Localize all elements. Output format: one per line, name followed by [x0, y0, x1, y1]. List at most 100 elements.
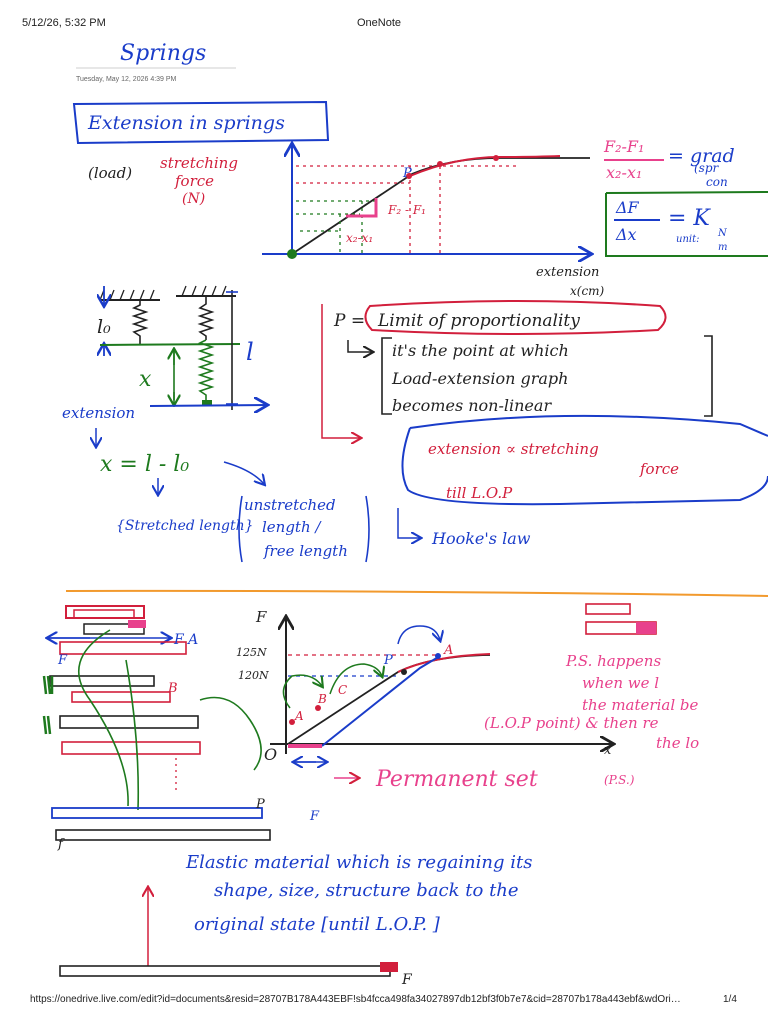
graph2-dot-p [401, 669, 407, 675]
graph2-label-a-top: A [443, 643, 453, 658]
label-length-slash: length / [262, 518, 322, 536]
graph1-point-p: P [402, 166, 412, 181]
spring2-hatch [181, 285, 227, 297]
lop-line-1: it's the point at which [392, 341, 569, 360]
lop-def-bracket-right [704, 335, 713, 417]
label-unstretched: unstretched [244, 496, 336, 514]
permanent-set-label: Permanent set [375, 767, 538, 792]
grad-box [605, 191, 768, 257]
label-l0: l₀ [97, 316, 111, 338]
clamp-2 [42, 715, 52, 735]
grad-denominator: x₂-x₁ [606, 163, 642, 182]
graph1-dot-2 [437, 161, 443, 167]
ps-note-line-2: when we l [582, 674, 659, 692]
section-divider [65, 589, 768, 597]
graph2-green-hop-1 [282, 674, 322, 709]
bar-long-2 [55, 829, 271, 841]
spring1-hatch [99, 289, 155, 301]
bar-2 [83, 623, 145, 635]
grad-unit-n: N [717, 228, 728, 239]
graph1-origin-dot [287, 249, 297, 259]
section-heading-extension: Extension in springs [87, 112, 285, 134]
natural-length-line [99, 343, 241, 346]
graph1-delta-f: F₂ - F₁ [387, 203, 426, 217]
graph2-dot-a [289, 719, 295, 725]
clamp-1 [42, 675, 54, 695]
graph2-label-p: P [383, 653, 393, 668]
grad-dx: Δx [615, 225, 637, 244]
springs-diagram: l₀ l x [97, 285, 266, 410]
graph1-dot-3 [493, 155, 499, 161]
l0-arrow [223, 461, 264, 484]
graph1-p-dot [406, 173, 412, 179]
spring2-mass [202, 400, 212, 406]
label-bar-b: B [167, 681, 178, 696]
grad-spring-const-1: (spr [694, 161, 720, 175]
green-path-1 [78, 629, 129, 807]
spring1-coil [131, 300, 149, 344]
graph2-label-b: B [317, 692, 327, 706]
extended-length-line [149, 405, 266, 406]
graph2-blue-hop [397, 625, 440, 645]
note-created-date: Tuesday, May 12, 2026 4:39 PM [76, 76, 177, 83]
grad-spring-const-2: con [706, 175, 728, 189]
ps-note-line-1: P.S. happens [565, 652, 661, 670]
print-datetime: 5/12/26, 5:32 PM [22, 17, 106, 29]
lop-def-arrow [347, 340, 372, 352]
lop-term: Limit of proportionality [377, 311, 580, 331]
lop-p-equals: P = [333, 311, 365, 331]
elastic-line-3: original state [until L.O.P. ] [194, 914, 441, 935]
graph2-x-label: x [604, 743, 612, 758]
graph2-f-label: F [255, 608, 267, 626]
bar-4 [49, 675, 155, 687]
elastic-line-2: shape, size, structure back to the [214, 880, 519, 901]
brace-left [238, 495, 243, 563]
label-load: (load) [88, 164, 132, 182]
grad-equals: = grad [668, 145, 735, 167]
graph1-nonlinear-curve [409, 155, 561, 177]
graph2-beyond-lop [397, 653, 491, 673]
permanent-set-abbrev: (P.S.) [604, 773, 635, 787]
lop-line-3: becomes non-linear [392, 396, 552, 415]
proportion-oval [401, 414, 768, 506]
label-stretching: stretching [160, 154, 238, 172]
label-l: l [246, 338, 254, 366]
grad-unit: unit: [676, 234, 699, 245]
label-bar-p: P [255, 797, 265, 812]
proportion-line-3: till L.O.P [446, 484, 513, 502]
permanent-set-graph: F 125N 120N x O A B C P A Permanent set … [236, 608, 635, 792]
spring2-coil-stretched [197, 339, 215, 402]
graph1-delta-x: x₂-x₁ [346, 231, 373, 245]
ps-note-bar-1 [585, 603, 631, 615]
grad-numerator: F₂-F₁ [603, 137, 644, 156]
label-fa: F A [173, 632, 198, 648]
graph2-label-c: C [338, 683, 347, 697]
elastic-bar [59, 965, 391, 977]
graph1-linear-curve [291, 157, 590, 255]
green-path-2 [125, 659, 140, 811]
elastic-bar-f: F [401, 972, 413, 988]
graph2-dot-top [435, 653, 441, 659]
graph2-tick-120: 120N [238, 669, 269, 682]
grad-unit-m: m [718, 242, 727, 253]
graph2-origin: O [264, 745, 277, 764]
green-path-3 [199, 696, 262, 771]
graph2-dot-b [315, 705, 321, 711]
label-free-length: free length [263, 542, 348, 560]
bar-5 [71, 691, 171, 703]
graph2-tick-125: 125N [236, 646, 267, 659]
graph2-label-a: A [294, 709, 304, 723]
hookes-arrow [397, 508, 420, 538]
lop-line-2: Load-extension graph [391, 369, 568, 388]
lop-definition: P = Limit of proportionality it's the po… [321, 300, 768, 548]
rubber-bars-diagram: F A F B P F f [42, 605, 320, 852]
bar-1 [65, 605, 145, 619]
spring2-coil-top [197, 296, 215, 340]
label-stretched-length: {Stretched length} [116, 518, 254, 534]
grad-df: ΔF [615, 198, 640, 217]
label-extension-axis: extension [536, 265, 599, 280]
print-page-number: 1/4 [723, 994, 737, 1005]
grad-eq-k: = K [668, 206, 711, 231]
bar-2-pink [128, 620, 146, 628]
brace-right [365, 495, 370, 563]
